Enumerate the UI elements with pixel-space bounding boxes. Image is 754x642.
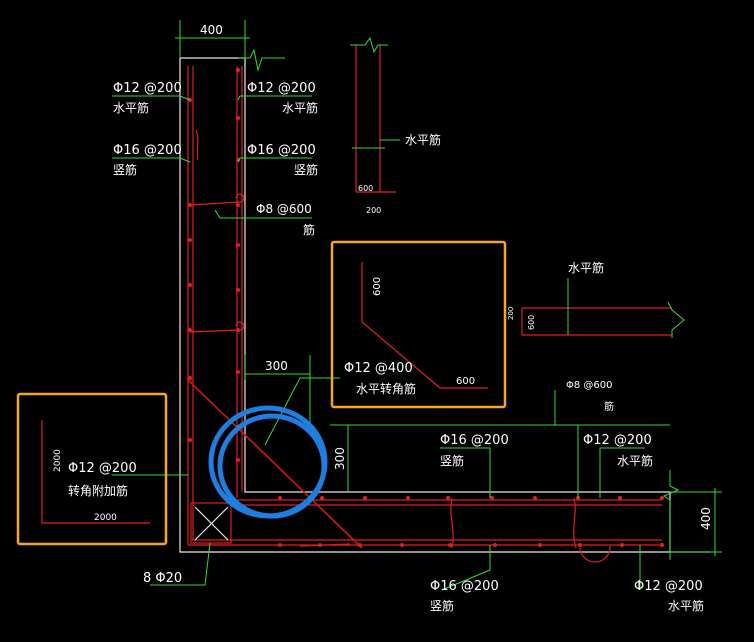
dim-corner-horizontal: 300	[244, 355, 311, 425]
label-right-vert-name: 竖筋	[440, 453, 464, 468]
label-bottom-vert-spec: Φ16 @200	[430, 579, 499, 594]
break-line-right	[662, 470, 680, 560]
wall-outline	[179, 57, 710, 553]
label-tl-vert-name: 竖筋	[113, 162, 137, 177]
highlight-circle	[208, 405, 328, 519]
label-right-tie-spec: Φ8 @600	[566, 380, 613, 391]
detail-right-small: 水平筋 600 200	[507, 260, 685, 338]
label-corner-name: 水平转角筋	[356, 381, 416, 396]
detail1-dim-a: 600	[358, 184, 373, 193]
dim-right-width: 400	[670, 488, 722, 556]
label-tr-vert-spec: Φ16 @200	[247, 143, 316, 158]
dim-corner-v-text: 300	[333, 447, 347, 470]
label-right-tie-name: 筋	[604, 400, 614, 413]
label-right-horiz-name: 水平筋	[617, 453, 653, 468]
label-corner-spec: Φ12 @400	[344, 361, 413, 376]
label-right-vert-spec: Φ16 @200	[440, 433, 509, 448]
leader-lines	[112, 95, 670, 591]
inset-add-bar: 2000 2000	[16, 392, 168, 546]
rebar-lines	[187, 66, 662, 563]
break-line-top	[238, 48, 285, 72]
detail1-dim-b: 200	[366, 206, 381, 215]
dim-top-width-text: 400	[200, 23, 223, 37]
inset-corner-dim-b: 600	[456, 376, 475, 387]
label-bottom-horiz-spec: Φ12 @200	[634, 579, 703, 594]
label-tl-vert-spec: Φ16 @200	[113, 143, 182, 158]
label-tie-spec: Φ8 @600	[256, 202, 312, 216]
detail1-label: 水平筋	[405, 132, 441, 147]
label-addbar-name: 转角附加筋	[68, 483, 128, 498]
label-tr-vert-name: 竖筋	[294, 162, 318, 177]
dim-corner-vertical: 300	[330, 424, 360, 492]
detail2-dim-b: 200	[507, 307, 515, 320]
inset-add-dim-a: 2000	[53, 449, 63, 472]
dim-right-width-text: 400	[699, 507, 713, 530]
inset-corner-bar: 600 600	[330, 240, 507, 409]
labels: Φ12 @200 水平筋 Φ12 @200 水平筋 Φ16 @200 竖筋 Φ1…	[68, 81, 704, 613]
label-column-bars: 8 Φ20	[143, 571, 182, 586]
detail2-dim-a: 600	[527, 315, 536, 330]
inset-corner-dim-a: 600	[372, 277, 383, 296]
inset-add-dim-b: 2000	[94, 513, 117, 523]
dim-top-width: 400	[175, 20, 250, 58]
detail-hook-top: 水平筋 600 200	[350, 36, 441, 215]
detail2-label: 水平筋	[568, 260, 604, 275]
label-right-horiz-spec: Φ12 @200	[583, 433, 652, 448]
label-tr-horiz-spec: Φ12 @200	[247, 81, 316, 96]
label-tie-name: 筋	[303, 222, 315, 237]
label-tl-horiz-spec: Φ12 @200	[113, 81, 182, 96]
dim-corner-h-text: 300	[265, 359, 288, 373]
label-bottom-vert-name: 竖筋	[430, 598, 454, 613]
label-bottom-horiz-name: 水平筋	[668, 598, 704, 613]
label-addbar-spec: Φ12 @200	[68, 461, 137, 476]
label-tl-horiz-name: 水平筋	[113, 100, 149, 115]
label-tr-horiz-name: 水平筋	[282, 100, 318, 115]
